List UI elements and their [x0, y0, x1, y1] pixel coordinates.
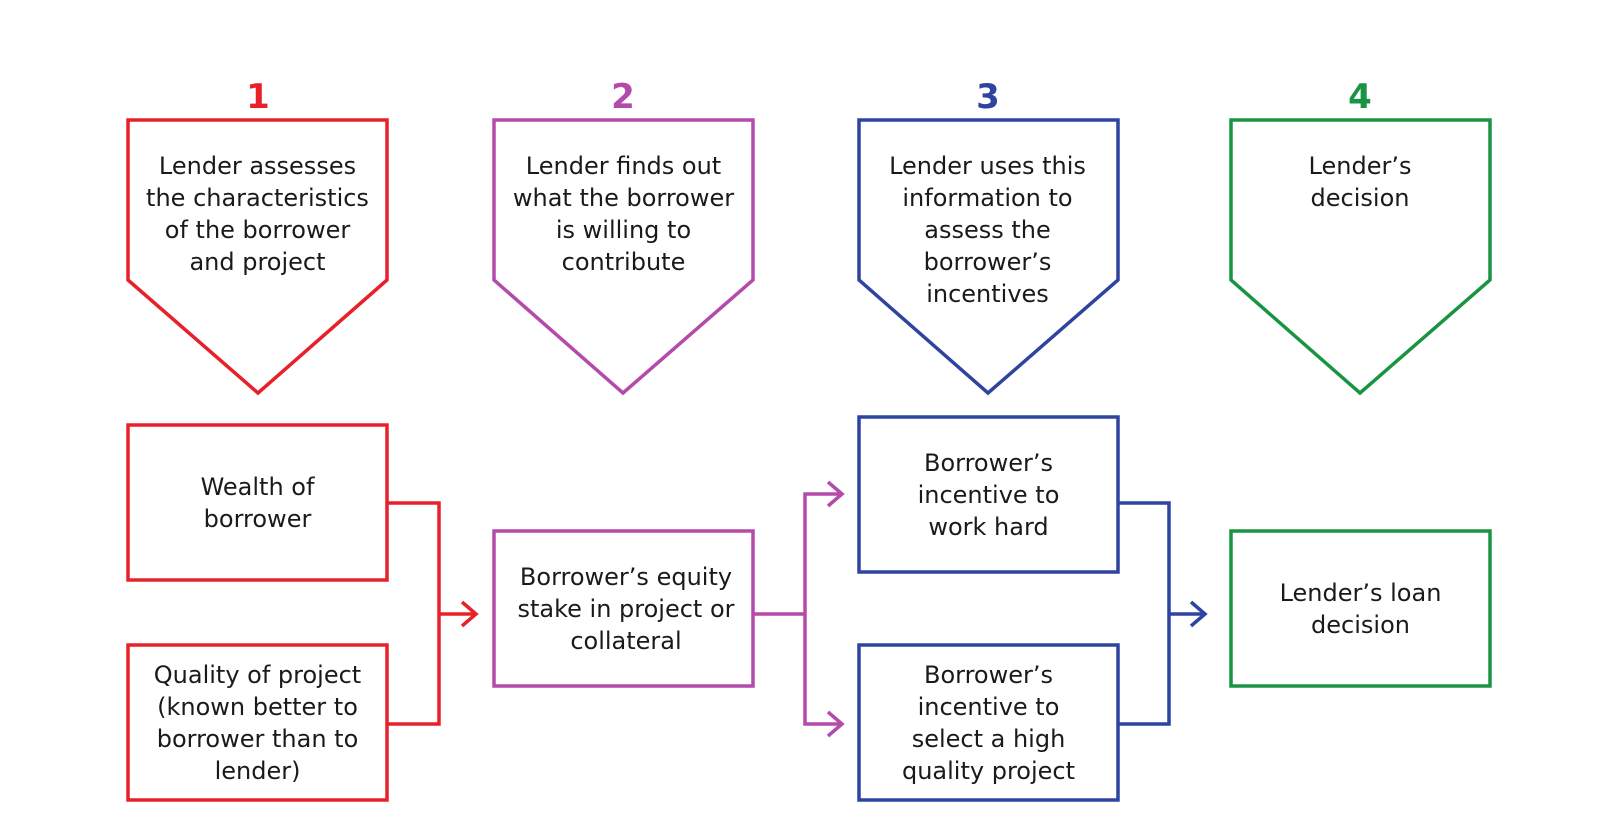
stage-2-header-text: Lender finds out what the borrower is wi…: [512, 152, 735, 276]
select-project-text: Borrower’s incentive to select a high qu…: [901, 660, 1076, 785]
stage-4-number: 4: [1348, 77, 1372, 117]
stage-1-header-shape: [126, 118, 389, 396]
stage-2-number: 2: [611, 77, 635, 117]
arrowhead-to-equity-icon: [460, 600, 479, 628]
arrowhead-to-work-hard-icon: [826, 480, 845, 508]
connector-equity-fork: [803, 492, 840, 726]
stage-3-number: 3: [976, 77, 1000, 117]
quality-text: Quality of project (known better to borr…: [153, 660, 362, 785]
arrowhead-to-select-project-icon: [826, 710, 845, 738]
loan-decision-box: [1229, 529, 1492, 688]
stage-2-header-shape: [492, 118, 755, 396]
equity-text: Borrower’s equity stake in project or co…: [517, 562, 735, 655]
stage-4-header-text: Lender’s decision: [1308, 152, 1412, 212]
connector-stage3-bracket: [1118, 501, 1171, 726]
arrowhead-to-loan-decision-icon: [1189, 600, 1208, 628]
work-hard-box: [857, 415, 1120, 574]
stage-3-header-text: Lender uses this information to assess t…: [889, 152, 1086, 308]
equity-box: [492, 529, 755, 688]
wealth-text: Wealth of borrower: [200, 472, 315, 533]
stage-1-number: 1: [246, 77, 270, 117]
work-hard-text: Borrower’s incentive to work hard: [917, 448, 1060, 541]
stage-1-header-text: Lender assesses the characteristics of t…: [146, 152, 369, 276]
connector-stage1-bracket: [387, 501, 441, 726]
loan-decision-text: Lender’s loan decision: [1279, 578, 1442, 639]
stage-4-header-shape: [1229, 118, 1492, 396]
stage-3-header-shape: [857, 118, 1120, 396]
